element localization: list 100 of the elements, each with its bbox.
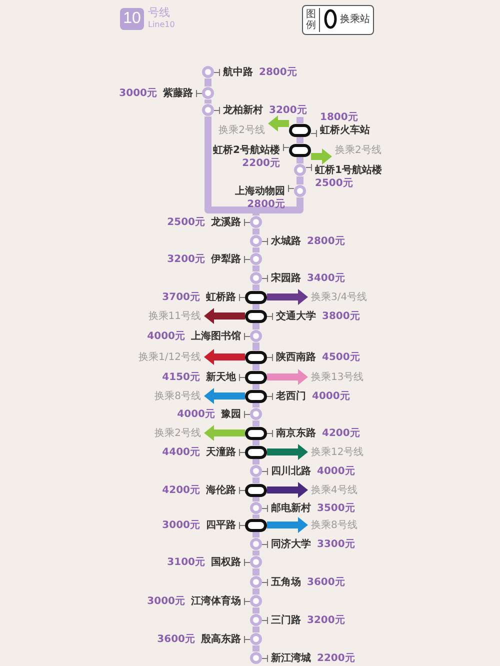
- station-name: 龙柏新村: [223, 104, 263, 116]
- rent-price: 2200元: [317, 652, 355, 664]
- rent-price: 2500元: [315, 176, 353, 190]
- station-name: 龙溪路: [211, 216, 241, 228]
- track-line: [252, 496, 260, 502]
- rent-price: 3200元: [269, 104, 307, 116]
- track-line: [252, 440, 260, 446]
- track-line: [252, 284, 260, 290]
- rent-price: 3100元: [167, 556, 205, 568]
- track-line: [252, 384, 260, 390]
- transfer-arrow: [267, 444, 308, 460]
- station-name: 虹桥路: [206, 290, 236, 304]
- transfer-label: 换乘2号线: [218, 124, 265, 136]
- rent-price: 3700元: [162, 290, 200, 304]
- station-name: 紫藤路: [163, 86, 193, 100]
- track-line: [296, 176, 304, 184]
- rent-price: 4400元: [162, 446, 200, 458]
- station-name: 四平路: [206, 518, 236, 532]
- station-name: 新天地: [206, 370, 236, 384]
- track-line: [252, 550, 260, 556]
- rent-price: 4200元: [162, 484, 200, 496]
- track-line: [252, 420, 260, 426]
- station-name: 殷高东路: [201, 632, 241, 646]
- transfer-arrow: [204, 349, 245, 365]
- rent-price: 4500元: [322, 350, 360, 364]
- rent-price: 3800元: [322, 310, 360, 322]
- track-line: [252, 304, 260, 310]
- track-line: [252, 458, 260, 464]
- line-number-badge: 10: [120, 8, 144, 30]
- station-name: 五角场: [271, 576, 301, 588]
- transfer-label: 换乘2号线: [335, 144, 382, 156]
- transfer-label: 换乘13号线: [311, 370, 364, 384]
- transfer-label: 换乘11号线: [148, 310, 201, 322]
- rent-price: 2200元: [242, 156, 280, 170]
- station-name: 上海图书馆: [191, 330, 241, 342]
- rent-price: 3200元: [307, 614, 345, 626]
- station-name: 上海动物园: [235, 184, 285, 198]
- rent-price: 3000元: [147, 594, 185, 608]
- station-name: 航中路: [223, 66, 253, 78]
- station-name: 四川北路: [271, 464, 311, 478]
- station-name: 国权路: [211, 556, 241, 568]
- rent-price: 3400元: [307, 272, 345, 284]
- track-line: [296, 136, 304, 144]
- rent-price: 3200元: [167, 252, 205, 266]
- station-name: 老西门: [276, 390, 306, 402]
- rent-price: 4150元: [162, 370, 200, 384]
- station-name: 新江湾城: [271, 652, 311, 664]
- track-line: [252, 248, 260, 252]
- line-subtitle: Line10: [148, 20, 175, 30]
- transfer-arrow: [204, 425, 245, 441]
- transfer-label: 换乘4号线: [311, 484, 358, 496]
- legend-title: 图例: [306, 9, 316, 31]
- track-line: [252, 532, 260, 538]
- station-name: 虹桥1号航站楼: [315, 164, 382, 176]
- station-name: 豫园: [221, 408, 241, 420]
- track-line: [252, 266, 260, 272]
- transfer-arrow: [267, 517, 308, 533]
- track-line: [252, 478, 260, 484]
- line-title: 号线: [148, 6, 170, 19]
- station-name: 同济大学: [271, 538, 311, 550]
- rent-price: 4200元: [322, 426, 360, 440]
- legend-text: 换乘站: [340, 13, 370, 26]
- rent-price: 3300元: [317, 538, 355, 550]
- rent-price: 3500元: [317, 502, 355, 514]
- station-name: 虹桥火车站: [320, 124, 370, 136]
- rent-price: 3000元: [119, 86, 157, 100]
- station-name: 伊犁路: [211, 252, 241, 266]
- rent-price: 2800元: [307, 234, 345, 248]
- track-line: [252, 588, 260, 594]
- rent-price: 3600元: [157, 632, 195, 646]
- rent-price: 3000元: [162, 518, 200, 532]
- rent-price: 2800元: [259, 66, 297, 78]
- rent-price: 4000元: [147, 330, 185, 342]
- transfer-arrow: [311, 148, 332, 164]
- track-line: [252, 322, 260, 330]
- station-name: 陕西南路: [276, 350, 316, 364]
- transfer-label: 换乘12号线: [311, 446, 364, 458]
- track-line: [204, 78, 212, 86]
- station-name: 邮电新村: [271, 502, 311, 514]
- rent-price: 2800元: [247, 198, 285, 210]
- transfer-arrow: [204, 388, 245, 404]
- track-line: [252, 608, 260, 614]
- transfer-arrow: [267, 289, 308, 305]
- station-name: 三门路: [271, 614, 301, 626]
- station-name: 虹桥2号航站楼: [213, 144, 280, 156]
- track-line: [296, 156, 304, 164]
- rent-price: 2500元: [167, 216, 205, 228]
- track-line: [252, 514, 260, 518]
- rent-price: 4000元: [177, 408, 215, 420]
- transfer-label: 换乘1/12号线: [138, 350, 201, 364]
- track-line: [252, 568, 260, 576]
- transfer-arrow: [268, 116, 289, 132]
- station-name: 南京东路: [276, 426, 316, 440]
- rent-price: 4000元: [317, 464, 355, 478]
- station-name: 江湾体育场: [191, 594, 241, 608]
- station-name: 交通大学: [276, 310, 316, 322]
- station-name: 天潼路: [206, 446, 236, 458]
- transfer-label: 换乘8号线: [311, 518, 358, 532]
- rent-price: 1800元: [320, 110, 358, 124]
- transfer-label: 换乘2号线: [154, 426, 201, 440]
